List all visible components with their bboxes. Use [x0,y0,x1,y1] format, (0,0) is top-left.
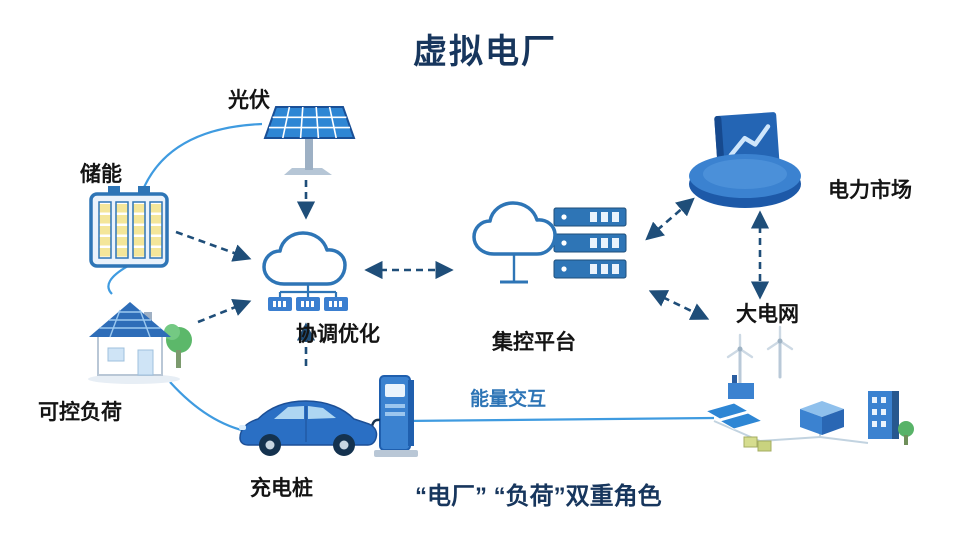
market-label: 电力市场 [828,179,912,202]
dual-role-caption: “电厂” “负荷”双重角色 [415,483,662,510]
curve-storage-to-pv [140,122,263,193]
arrow-storage-to-coordination [175,230,252,262]
storage-label: 储能 [80,163,122,186]
energy-interaction-line [401,416,715,423]
power-grid-icon [700,325,915,460]
coordination-label: 协调优化 [296,323,380,346]
ev-charger-icon [228,362,418,467]
platform-label: 集控平台 [492,331,576,354]
charger-label: 充电桩 [250,477,313,500]
load-label: 可控负荷 [38,401,122,424]
control-platform-icon [468,196,638,296]
arrow-platform-grid [648,290,710,320]
house-load-icon [82,288,194,386]
energy-storage-icon [88,182,170,270]
pv-label: 光伏 [228,89,270,112]
energy-interaction-label: 能量交互 [470,389,547,410]
arrow-platform-market [645,197,695,241]
coordination-cloud-icon [258,226,358,318]
arrow-load-to-coordination [197,298,252,324]
market-podium-icon [688,110,806,210]
solar-panel-icon [262,104,357,176]
grid-label: 大电网 [736,303,799,326]
curve-storage-to-load [107,265,129,295]
page-title: 虚拟电厂 [413,33,557,71]
